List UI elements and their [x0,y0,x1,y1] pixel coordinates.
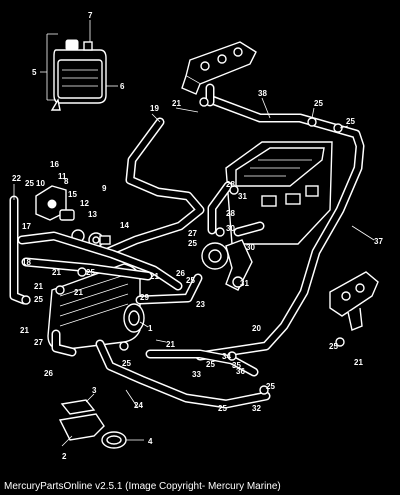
callout-label: 21 [150,272,159,281]
callout-label: 13 [88,210,97,219]
callout-label: 24 [134,401,143,410]
callout-label: 2 [62,452,67,461]
exhaust-manifold-upper [181,41,257,95]
callout-label: 6 [120,82,125,91]
callout-label: 12 [80,199,89,208]
callout-label: 25 [218,404,227,413]
callout-label: 27 [188,229,197,238]
callout-label: 21 [74,288,83,297]
callout-label: 5 [32,68,37,77]
thermostat-housing [35,185,75,221]
exhaust-manifold-lower [329,271,379,331]
engine-block [225,141,333,245]
callout-labels: 7 5 6 21 19 38 25 25 16 22 25 10 11 8 15… [12,11,383,461]
callout-label: 30 [246,243,255,252]
callout-label: 33 [192,370,201,379]
callout-label: 25 [86,268,95,277]
callout-label: 25 [25,179,34,188]
callout-label: 8 [64,177,69,186]
callout-label: 4 [148,437,153,446]
callout-label: 25 [266,382,275,391]
callout-label: 21 [172,99,181,108]
callout-label: 36 [236,367,245,376]
callout-label: 29 [140,293,149,302]
callout-label: 32 [252,404,261,413]
hoses [9,83,365,409]
drain-parts [58,399,127,449]
callout-label: 21 [34,282,43,291]
leader-lines [13,97,375,447]
callout-label: 35 [232,361,241,370]
callout-label: 25 [188,239,197,248]
callout-label: 31 [240,279,249,288]
callout-label: 37 [374,237,383,246]
callout-label: 26 [44,369,53,378]
hose-clamps [21,97,345,395]
heat-exchanger [47,263,145,351]
callout-label: 21 [20,326,29,335]
callout-label: 20 [252,324,261,333]
image-caption: MercuryPartsOnline v2.5.1 (Image Copyrig… [4,481,281,492]
callout-label: 28 [226,209,235,218]
callout-label: 11 [58,172,67,181]
callout-label: 3 [92,386,97,395]
callout-label: 25 [34,295,43,304]
callout-label: 31 [238,192,247,201]
callout-label: 25 [329,342,338,351]
callout-label: 19 [150,104,159,113]
water-pump [201,239,253,291]
callout-label: 26 [176,269,185,278]
callout-label: 27 [34,338,43,347]
callout-label: 25 [122,359,131,368]
callout-label: 22 [12,174,21,183]
callout-label: 28 [226,180,235,189]
callout-label: 1 [148,324,153,333]
callout-label: 15 [68,190,77,199]
callout-label: 14 [120,221,129,230]
callout-label: 9 [102,184,107,193]
callout-label: 7 [88,11,93,20]
callout-label: 25 [314,99,323,108]
callout-label: 17 [22,222,31,231]
callout-label: 25 [346,117,355,126]
callout-label: 25 [186,276,195,285]
callout-label: 38 [258,89,267,98]
callout-label: 16 [50,160,59,169]
callout-label: 23 [196,300,205,309]
callout-label: 34 [222,352,231,361]
callout-label: 21 [52,268,61,277]
coolant-reservoir [50,39,107,111]
callout-label: 10 [36,179,45,188]
callout-label: 30 [226,224,235,233]
callout-label: 21 [354,358,363,367]
callout-label: 25 [206,360,215,369]
callout-label: 18 [22,258,31,267]
callout-label: 21 [166,340,175,349]
